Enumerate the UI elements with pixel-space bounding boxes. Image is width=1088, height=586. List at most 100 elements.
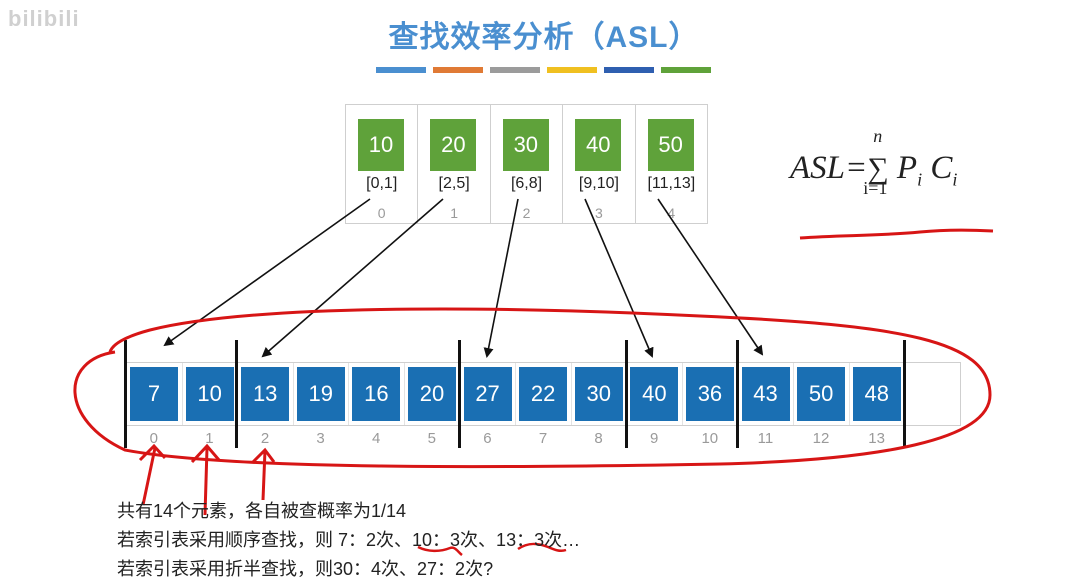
pointer-arrow <box>483 198 519 358</box>
pointer-arrow <box>261 198 444 358</box>
main-index: 9 <box>650 430 659 447</box>
block-divider <box>235 340 238 448</box>
block-divider <box>458 340 461 448</box>
color-bar-segment <box>376 67 426 73</box>
index-key: 10 <box>358 119 404 171</box>
main-cell: 19 <box>294 363 350 425</box>
index-entry: 50 [11,13] 4 <box>636 105 707 223</box>
sum-upper: n <box>873 126 883 146</box>
main-index: 3 <box>316 430 325 447</box>
sum-sign: ∑ <box>867 152 889 185</box>
watermark: bilibili <box>8 6 80 31</box>
explanation-text: 共有14个元素，各自被查概率为1/14 若索引表采用顺序查找，则 7：2次、10… <box>117 497 580 584</box>
main-element: 40 <box>630 367 679 421</box>
block-divider <box>736 340 739 448</box>
index-range: [0,1] <box>366 175 398 192</box>
index-range: [6,8] <box>510 175 543 192</box>
main-cell: 16 <box>349 363 405 425</box>
handwritten-up-arrow <box>138 443 167 506</box>
page-title: 查找效率分析（ASL） <box>388 21 700 54</box>
index-position: 2 <box>522 205 531 221</box>
color-bar-segment <box>661 67 711 73</box>
main-index: 7 <box>538 430 548 447</box>
color-bar-segment <box>490 67 540 73</box>
handwritten-up-arrow <box>190 443 221 516</box>
formula-underline <box>799 228 994 240</box>
main-index: 5 <box>427 430 436 447</box>
main-cell: 20 <box>405 363 461 425</box>
pointer-arrow <box>163 198 371 347</box>
index-entry: 20 [2,5] 1 <box>418 105 491 223</box>
main-index: 10 <box>701 430 719 447</box>
main-cell: 36 <box>683 363 739 425</box>
main-index: 2 <box>260 430 270 447</box>
index-range: [11,13] <box>647 175 696 192</box>
main-element: 10 <box>185 367 234 421</box>
index-entry: 40 [9,10] 3 <box>563 105 636 223</box>
index-range: [2,5] <box>438 175 470 192</box>
handwritten-ellipse <box>73 307 992 469</box>
index-position: 0 <box>377 205 386 221</box>
main-index: 8 <box>594 430 603 447</box>
block-divider <box>625 340 628 448</box>
index-key: 30 <box>502 119 549 171</box>
main-element: 16 <box>352 367 401 421</box>
main-element: 22 <box>519 367 568 421</box>
main-cell: 48 <box>850 363 906 425</box>
main-element: 30 <box>574 367 623 421</box>
main-index: 1 <box>205 430 214 447</box>
main-cell: 40 <box>627 363 683 425</box>
index-key: 40 <box>575 119 622 171</box>
text-line-1: 共有14个元素，各自被查概率为1/14 <box>117 501 407 521</box>
main-element: 20 <box>407 367 456 421</box>
main-cell: 43 <box>739 363 795 425</box>
main-cell: 7 <box>127 363 183 425</box>
main-element: 27 <box>463 367 512 421</box>
formula-p: P <box>896 150 918 186</box>
formula-c-sub: i <box>952 169 958 190</box>
sum-lower: i=1 <box>863 178 888 198</box>
text-line-3: 若索引表采用折半查找，则30：4次、27：2次? <box>117 559 494 579</box>
color-bar-segment <box>433 67 483 73</box>
main-element: 50 <box>797 367 846 421</box>
index-position: 3 <box>595 205 603 221</box>
main-indices: 0 1 2 3 4 5 6 7 8 9 10 11 12 13 <box>126 430 961 450</box>
main-cell: 13 <box>238 363 294 425</box>
index-key: 20 <box>430 119 477 171</box>
block-divider <box>903 340 906 448</box>
index-position: 1 <box>450 205 458 221</box>
index-position: 4 <box>667 205 676 221</box>
index-key: 50 <box>647 119 694 171</box>
handwritten-up-arrow <box>251 447 276 501</box>
block-divider <box>124 340 127 448</box>
handwritten-underline <box>417 545 463 556</box>
main-index: 11 <box>757 430 774 447</box>
handwritten-underline <box>517 542 567 553</box>
main-cell: 50 <box>794 363 850 425</box>
main-table: 7 10 13 19 16 20 27 22 30 40 36 43 50 48 <box>126 362 961 426</box>
main-index: 0 <box>149 430 158 447</box>
main-element: 7 <box>130 367 178 421</box>
main-element: 43 <box>741 367 790 421</box>
text-line-2: 若索引表采用顺序查找，则 7：2次、10：3次、13：3次… <box>117 530 581 550</box>
main-element: 13 <box>241 367 290 421</box>
main-index: 12 <box>812 430 830 447</box>
index-table: 10 [0,1] 0 20 [2,5] 1 30 [6,8] 2 40 [9,1… <box>345 104 708 224</box>
index-entry: 10 [0,1] 0 <box>346 105 419 223</box>
pointer-arrow <box>584 198 654 358</box>
formula-c: C <box>930 150 953 186</box>
index-range: [9,10] <box>578 175 619 192</box>
main-cell: 27 <box>461 363 517 425</box>
pointer-arrow <box>657 198 764 356</box>
main-index: 13 <box>868 430 885 447</box>
color-bar-segment <box>547 67 597 73</box>
asl-formula: ASL=∑ n i=1 Pi Ci <box>790 126 958 198</box>
sum-symbol: ∑ n i=1 <box>863 126 889 198</box>
formula-p-sub: i <box>917 169 923 190</box>
main-index: 4 <box>372 430 381 447</box>
main-cell: 10 <box>183 363 239 425</box>
formula-lhs: ASL= <box>790 150 868 186</box>
main-element: 48 <box>852 367 901 421</box>
main-element: 36 <box>685 367 734 421</box>
